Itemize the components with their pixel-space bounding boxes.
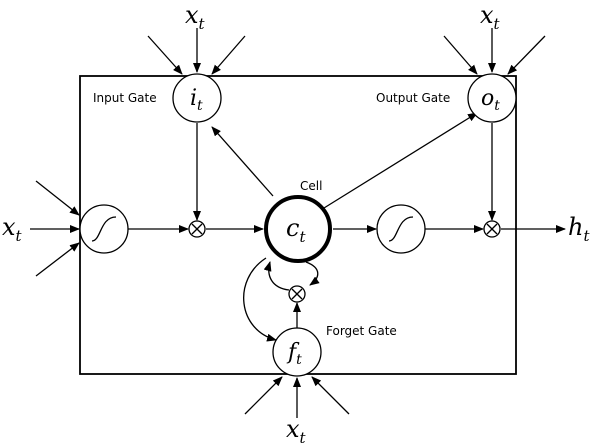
output-gate-inputs (443, 28, 546, 75)
cell-state-symbol: ct (286, 214, 306, 246)
forget-gate-node (272, 327, 322, 377)
forget-multiply-node (288, 285, 306, 303)
forget-gate-inputs (244, 376, 350, 418)
input-x-left: xt (2, 213, 23, 245)
input-squash-node (79, 204, 129, 254)
output-squash-node (376, 204, 426, 254)
input-x-top-left: xt (185, 1, 206, 33)
input-gate-symbol: it (190, 86, 203, 114)
forget-gate-label: Forget Gate (326, 324, 397, 338)
output-gate-symbol: ot (481, 86, 500, 114)
sigmoid-icon (388, 216, 414, 242)
input-gate-label: Input Gate (93, 91, 157, 105)
output-multiply-node (483, 220, 501, 238)
output-gate-label: Output Gate (376, 91, 450, 105)
input-gate-node (172, 73, 222, 123)
input-x-bottom: xt (286, 415, 307, 447)
input-x-top-right: xt (480, 1, 501, 33)
sigmoid-icon (91, 216, 117, 242)
input-gate-inputs (147, 28, 246, 75)
output-h: ht (568, 213, 590, 245)
output-gate-node (467, 73, 517, 123)
input-multiply-node (188, 220, 206, 238)
cell-label: Cell (300, 179, 322, 193)
internal-connections (128, 112, 566, 342)
input-squash-inputs (30, 180, 80, 277)
cell-state-node (264, 195, 332, 263)
